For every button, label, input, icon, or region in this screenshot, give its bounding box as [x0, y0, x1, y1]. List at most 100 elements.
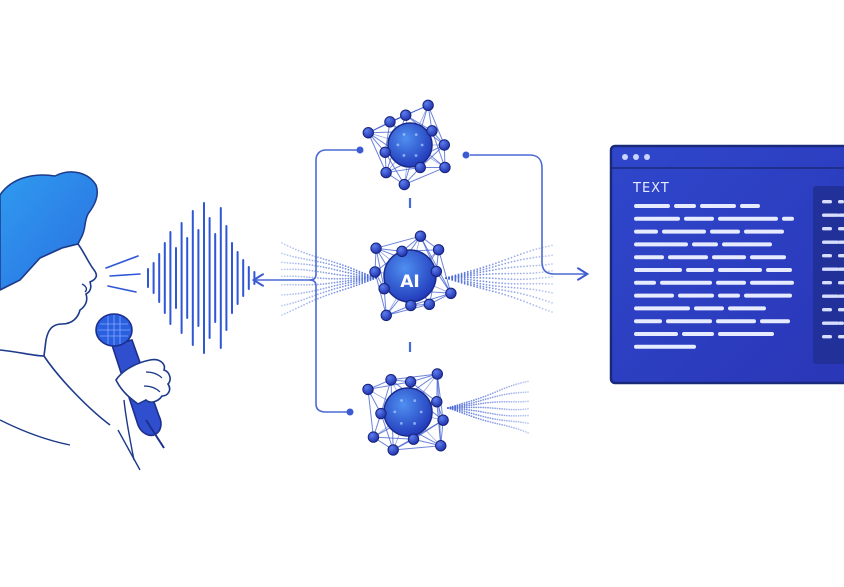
text-line	[634, 229, 658, 234]
text-line	[728, 306, 766, 311]
text-window-icon: TEXT	[609, 144, 844, 385]
network-node	[378, 283, 390, 295]
text-line	[744, 229, 784, 234]
text-line	[634, 204, 670, 208]
neural-cluster	[369, 230, 457, 322]
text-line	[750, 280, 794, 285]
text-line	[718, 293, 740, 298]
network-node	[437, 414, 449, 426]
network-node	[384, 116, 396, 128]
side-text-line	[838, 213, 844, 217]
side-text-line	[838, 227, 844, 231]
side-text-line	[822, 240, 839, 244]
side-text-line	[822, 213, 839, 217]
speaker-person-icon	[0, 171, 141, 471]
neural-network-icon	[362, 99, 457, 456]
side-text-lines	[822, 200, 844, 339]
window-side-panel	[813, 186, 844, 364]
side-text-line	[838, 267, 844, 271]
neural-cluster	[362, 99, 451, 191]
network-node	[385, 374, 397, 386]
network-node	[431, 396, 443, 408]
network-node	[422, 99, 434, 112]
cluster-core	[387, 122, 433, 168]
network-node	[445, 287, 457, 299]
network-node	[375, 407, 387, 420]
text-line	[662, 229, 706, 234]
network-node	[380, 166, 392, 179]
neural-cluster	[362, 368, 449, 456]
side-text-line	[822, 321, 839, 325]
side-text-line	[838, 254, 844, 258]
side-text-line	[838, 240, 844, 244]
text-line	[718, 332, 774, 336]
text-line	[700, 204, 736, 208]
hub-label: AI	[400, 272, 419, 292]
network-node	[407, 433, 420, 445]
text-line	[666, 319, 712, 324]
text-line	[716, 319, 756, 324]
text-line	[684, 216, 714, 221]
side-text-line	[822, 200, 832, 204]
text-line	[718, 216, 778, 221]
text-line	[660, 280, 712, 285]
text-line	[634, 344, 696, 349]
text-line	[686, 268, 714, 272]
text-line	[718, 268, 762, 272]
network-node	[431, 368, 444, 380]
text-line	[634, 280, 656, 285]
text-line	[740, 204, 760, 208]
side-text-line	[838, 321, 844, 325]
connector-dots	[346, 146, 470, 416]
text-line	[678, 293, 714, 298]
network-node	[379, 146, 391, 158]
side-text-line	[822, 308, 832, 312]
side-text-line	[822, 267, 839, 271]
side-text-line	[822, 254, 832, 258]
text-line	[634, 293, 674, 298]
window-label: TEXT	[632, 181, 670, 196]
text-line	[716, 280, 746, 285]
network-node	[414, 161, 426, 174]
text-line	[674, 204, 696, 208]
window-dot	[633, 154, 639, 160]
cluster-core	[383, 387, 433, 437]
network-node	[405, 299, 417, 312]
text-line	[634, 255, 664, 260]
text-line	[782, 216, 794, 221]
side-text-line	[822, 335, 832, 339]
text-line	[634, 268, 682, 272]
window-dot	[644, 154, 650, 160]
side-text-line	[838, 281, 844, 285]
network-node	[370, 242, 382, 254]
side-text-line	[822, 281, 832, 285]
network-node	[369, 266, 381, 278]
side-text-line	[838, 308, 844, 312]
network-node	[380, 309, 392, 322]
side-text-line	[838, 294, 844, 298]
side-text-line	[822, 227, 832, 231]
network-node	[414, 230, 427, 242]
text-line	[710, 229, 740, 234]
text-line	[634, 216, 680, 221]
text-line	[634, 332, 678, 336]
network-node	[396, 245, 408, 258]
text-line	[750, 255, 786, 260]
network-node	[387, 444, 399, 456]
text-line	[760, 319, 790, 324]
side-text-line	[838, 200, 844, 204]
network-node	[435, 440, 447, 452]
text-line	[634, 306, 690, 311]
network-node	[400, 109, 412, 121]
text-line	[682, 332, 714, 336]
text-line	[692, 242, 718, 247]
text-line	[634, 242, 688, 247]
network-node	[362, 127, 375, 139]
text-lines	[634, 204, 794, 349]
text-line	[766, 268, 792, 272]
text-line	[668, 255, 708, 260]
network-node	[367, 431, 380, 443]
sound-wave-icon	[147, 202, 256, 354]
